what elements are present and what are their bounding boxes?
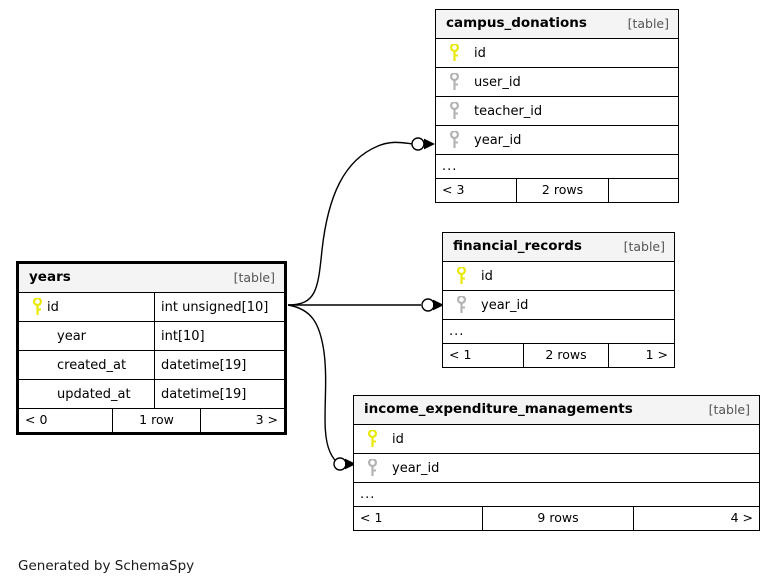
table-kind-label-campus-donations: [table] <box>627 15 669 31</box>
table-header-campus-donations: campus_donations [table] <box>436 10 678 39</box>
column-name-cell: created_at <box>19 351 154 379</box>
table-footer-campus-donations: < 3 2 rows <box>436 179 678 202</box>
primary-key-icon <box>444 44 464 62</box>
column-name-cell: id <box>436 39 678 67</box>
column-label: teacher_id <box>474 103 543 119</box>
foreign-key-icon <box>444 102 464 120</box>
relationship-line-income-expenditure <box>287 304 341 465</box>
primary-key-icon <box>451 267 471 285</box>
table-row[interactable]: id <box>354 425 759 454</box>
table-node-income-expenditure-managements[interactable]: income_expenditure_managements [table] i… <box>353 395 760 531</box>
column-type-cell: datetime[19] <box>154 351 284 379</box>
relationship-line-campus-donations <box>287 141 414 306</box>
table-header-years: years [table] <box>19 264 284 293</box>
foreign-key-icon <box>362 459 382 477</box>
table-row[interactable]: year_id <box>443 291 674 320</box>
table-kind-label-financial-records: [table] <box>623 238 665 254</box>
no-key-icon <box>27 385 47 403</box>
table-footer-years: < 0 1 row 3 > <box>19 409 284 432</box>
column-label: id <box>481 268 493 284</box>
footer-child-count: 1 > <box>645 347 668 363</box>
table-row[interactable]: year_id <box>436 126 678 155</box>
column-label: year_id <box>474 132 522 148</box>
table-row[interactable]: year_id <box>354 454 759 483</box>
footer-parent-count: < 1 <box>449 347 472 363</box>
footer-row-count: 9 rows <box>482 507 634 530</box>
column-type-cell: datetime[19] <box>154 380 284 408</box>
foreign-key-icon <box>444 73 464 91</box>
more-columns-indicator: ... <box>443 320 674 344</box>
column-name-cell: id <box>354 425 759 453</box>
column-type-cell: int unsigned[10] <box>154 293 284 321</box>
footer-row-count: 2 rows <box>523 344 609 367</box>
column-name-cell: updated_at <box>19 380 154 408</box>
table-footer-financial-records: < 1 2 rows 1 > <box>443 344 674 367</box>
footer-row-count: 2 rows <box>516 179 609 202</box>
table-title-income-expenditure-managements: income_expenditure_managements <box>364 401 633 418</box>
no-key-icon <box>27 327 47 345</box>
more-columns-indicator: ... <box>354 483 759 507</box>
footer-row-count: 1 row <box>112 409 201 432</box>
column-name-cell: year_id <box>443 291 674 319</box>
column-label: year <box>57 328 87 344</box>
footer-child-count: 3 > <box>255 412 278 428</box>
optional-marker-financial-records <box>421 298 435 312</box>
column-label: year_id <box>392 460 440 476</box>
table-row[interactable]: created_at datetime[19] <box>19 351 284 380</box>
table-footer-income-expenditure-managements: < 1 9 rows 4 > <box>354 507 759 530</box>
column-name-cell: year <box>19 322 154 350</box>
optional-marker-income-expenditure <box>333 457 347 471</box>
column-label: updated_at <box>57 386 131 402</box>
generated-by-credit: Generated by SchemaSpy <box>18 558 195 574</box>
table-node-campus-donations[interactable]: campus_donations [table] id user_id <box>435 9 679 203</box>
column-name-cell: year_id <box>354 454 759 482</box>
foreign-key-icon <box>444 131 464 149</box>
column-name-cell: year_id <box>436 126 678 154</box>
column-name-cell: id <box>443 262 674 290</box>
column-label: id <box>392 431 404 447</box>
table-row[interactable]: id int unsigned[10] <box>19 293 284 322</box>
table-title-years: years <box>29 269 71 286</box>
footer-parent-count: < 0 <box>25 412 48 428</box>
optional-marker-campus-donations <box>411 137 425 151</box>
table-row[interactable]: teacher_id <box>436 97 678 126</box>
no-key-icon <box>27 356 47 374</box>
column-name-cell: teacher_id <box>436 97 678 125</box>
footer-child-count <box>609 179 678 202</box>
column-label: year_id <box>481 297 529 313</box>
column-label: created_at <box>57 357 127 373</box>
table-row[interactable]: id <box>436 39 678 68</box>
table-row[interactable]: year int[10] <box>19 322 284 351</box>
footer-child-count: 4 > <box>730 510 753 526</box>
column-type-cell: int[10] <box>154 322 284 350</box>
table-title-financial-records: financial_records <box>453 238 582 255</box>
column-label: user_id <box>474 74 521 90</box>
column-name-cell: id <box>19 293 154 321</box>
table-kind-label-income-expenditure-managements: [table] <box>708 401 750 417</box>
table-node-financial-records[interactable]: financial_records [table] id year_id ...… <box>442 232 675 368</box>
footer-parent-count: < 1 <box>360 510 383 526</box>
column-label: id <box>47 299 59 315</box>
table-row[interactable]: user_id <box>436 68 678 97</box>
table-header-financial-records: financial_records [table] <box>443 233 674 262</box>
column-label: id <box>474 45 486 61</box>
table-row[interactable]: updated_at datetime[19] <box>19 380 284 409</box>
table-row[interactable]: id <box>443 262 674 291</box>
table-header-income-expenditure-managements: income_expenditure_managements [table] <box>354 396 759 425</box>
column-name-cell: user_id <box>436 68 678 96</box>
table-node-years[interactable]: years [table] id int unsigned[10] year i… <box>16 261 287 435</box>
table-title-campus-donations: campus_donations <box>446 15 587 32</box>
foreign-key-icon <box>451 296 471 314</box>
more-columns-indicator: ... <box>436 155 678 179</box>
primary-key-icon <box>362 430 382 448</box>
crowsfoot-marker-campus-donations <box>424 138 435 150</box>
table-kind-label-years: [table] <box>233 269 275 285</box>
primary-key-icon <box>27 298 47 316</box>
footer-parent-count: < 3 <box>442 182 465 198</box>
